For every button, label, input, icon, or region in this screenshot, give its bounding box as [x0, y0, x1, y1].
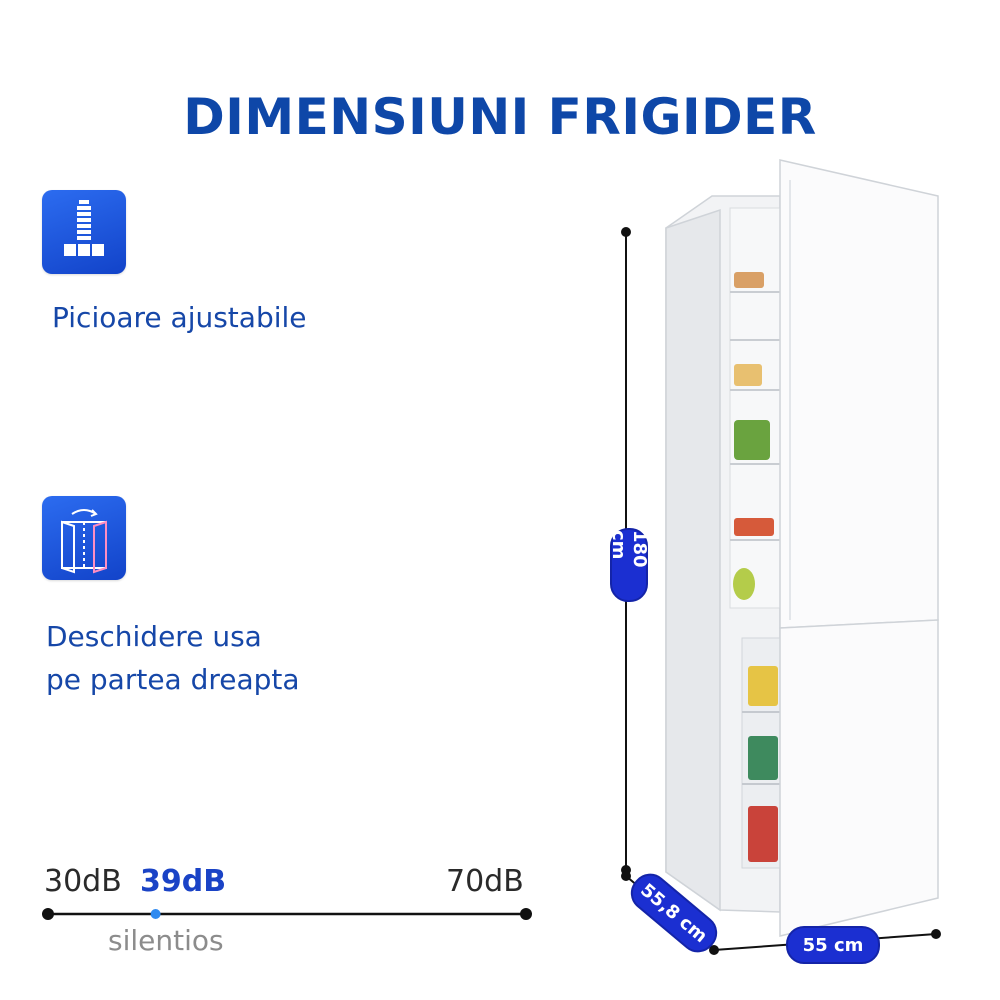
height-value: 180 cm — [608, 530, 650, 568]
feature-label-adjustable-feet: Picioare ajustabile — [52, 301, 307, 334]
noise-scale-end-dot — [520, 908, 532, 920]
fridge-illustration — [665, 159, 939, 937]
feature-label-line2: pe partea dreapta — [46, 663, 300, 697]
noise-min-label: 30dB — [44, 864, 122, 899]
noise-value-label: 39dB — [140, 864, 227, 899]
page-title: DIMENSIUNI FRIGIDER — [183, 88, 817, 146]
width-value: 55 cm — [802, 934, 864, 956]
feature-label-line1: Deschidere usa — [46, 620, 262, 653]
height-pill: 180 cm — [608, 528, 650, 602]
noise-scale — [42, 908, 532, 920]
door-reversible-icon — [42, 496, 126, 580]
noise-scale-start-dot — [42, 908, 54, 920]
feature-label-door-reversible: Deschidere usa pe partea dreapta — [46, 615, 300, 702]
width-pill: 55 cm — [786, 926, 880, 964]
noise-value-marker — [150, 909, 161, 919]
noise-descriptor: silentios — [108, 924, 224, 957]
adjustable-feet-icon — [42, 190, 126, 274]
noise-max-label: 70dB — [446, 864, 524, 899]
